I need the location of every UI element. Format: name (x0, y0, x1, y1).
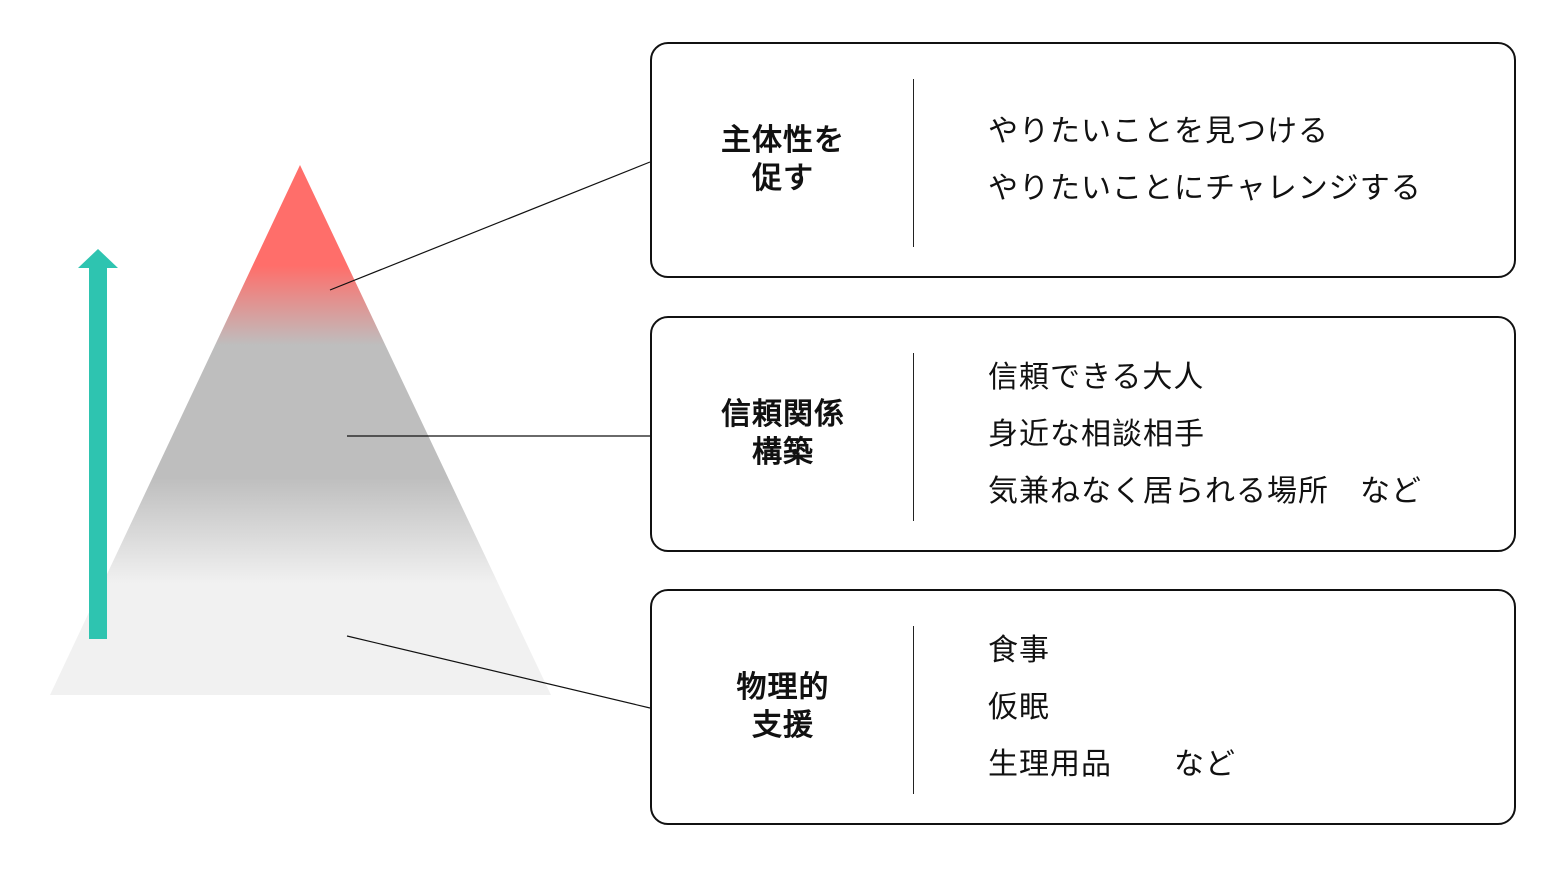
growth-arrow-icon (78, 249, 118, 639)
tier-label: 信頼関係 構築 (652, 318, 914, 550)
divider (913, 626, 914, 794)
tier-item: 生理用品 など (988, 746, 1236, 782)
tier-item: やりたいことにチャレンジする (988, 171, 1422, 206)
tier-items: 食事 仮眠 生理用品 など (988, 591, 1236, 823)
tier-box-autonomy: 主体性を 促す やりたいことを見つける やりたいことにチャレンジする (650, 42, 1516, 278)
tier-label-line: 促す (752, 161, 814, 196)
divider (913, 79, 914, 247)
tier-label-line: 主体性を (721, 123, 845, 158)
tier-box-trust: 信頼関係 構築 信頼できる大人 身近な相談相手 気兼ねなく居られる場所 など (650, 316, 1516, 552)
tier-items: やりたいことを見つける やりたいことにチャレンジする (988, 44, 1422, 276)
tier-item: 気兼ねなく居られる場所 など (988, 473, 1422, 509)
tier-label-line: 信頼関係 (721, 397, 845, 432)
tier-item: 身近な相談相手 (988, 416, 1205, 452)
tier-item: 信頼できる大人 (988, 359, 1205, 395)
tier-label-line: 支援 (752, 708, 814, 743)
tier-box-physical: 物理的 支援 食事 仮眠 生理用品 など (650, 589, 1516, 825)
tier-label-line: 物理的 (736, 670, 830, 705)
connector-line-top (329, 161, 651, 291)
tier-label: 物理的 支援 (652, 591, 914, 823)
tier-label: 主体性を 促す (652, 44, 914, 276)
divider (913, 353, 914, 521)
tier-items: 信頼できる大人 身近な相談相手 気兼ねなく居られる場所 など (988, 318, 1422, 550)
tier-item: 仮眠 (988, 689, 1050, 725)
tier-item: やりたいことを見つける (988, 114, 1329, 149)
connector-line-bottom (346, 635, 651, 709)
tier-item: 食事 (988, 632, 1050, 668)
pyramid-shape (50, 165, 551, 695)
tier-label-line: 構築 (752, 435, 814, 470)
